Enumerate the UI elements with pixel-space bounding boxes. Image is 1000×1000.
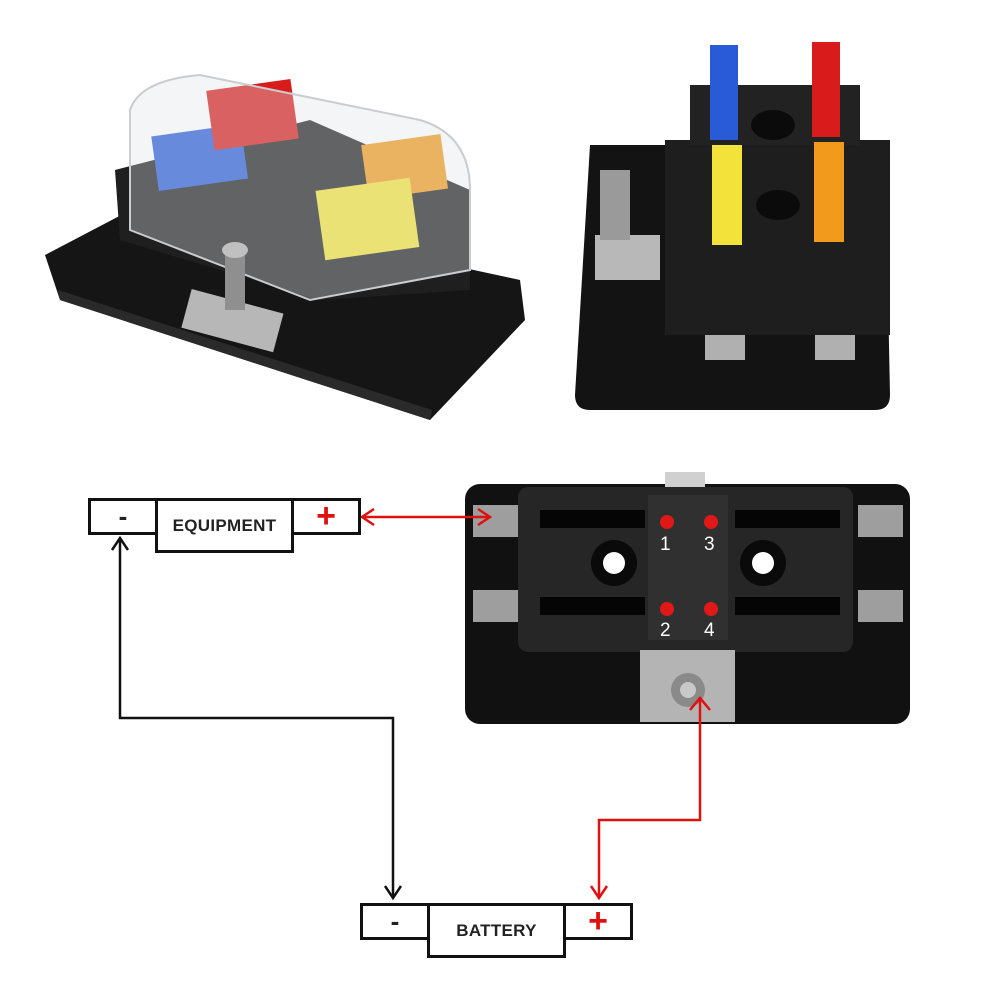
battery-text: BATTERY bbox=[456, 920, 537, 940]
positive-wire bbox=[359, 507, 711, 901]
covered-fuse-box bbox=[45, 73, 525, 420]
fuse-number-1: 1 bbox=[660, 534, 671, 555]
equipment-label: EQUIPMENT bbox=[155, 498, 294, 553]
plus-sign: + bbox=[588, 902, 608, 940]
battery-negative-terminal: - bbox=[360, 903, 430, 940]
led-4 bbox=[704, 602, 718, 616]
equipment-text: EQUIPMENT bbox=[172, 515, 277, 535]
fuse-number-3: 3 bbox=[704, 534, 715, 555]
equipment-negative-terminal: - bbox=[88, 498, 158, 535]
plus-sign: + bbox=[316, 497, 336, 535]
led-3 bbox=[704, 515, 718, 529]
minus-sign: - bbox=[390, 906, 400, 936]
equipment-positive-terminal: + bbox=[291, 497, 361, 535]
led-2 bbox=[660, 602, 674, 616]
battery-positive-terminal: + bbox=[563, 902, 633, 940]
negative-wire bbox=[110, 535, 403, 901]
fuse-number-4: 4 bbox=[704, 620, 715, 641]
minus-sign: - bbox=[118, 501, 128, 531]
open-fuse-box-photo bbox=[575, 42, 890, 410]
fuse-number-2: 2 bbox=[660, 620, 671, 641]
battery-label: BATTERY bbox=[427, 903, 566, 958]
led-1 bbox=[660, 515, 674, 529]
fuse-box-top-view-photo: 1 3 2 4 bbox=[465, 472, 910, 724]
